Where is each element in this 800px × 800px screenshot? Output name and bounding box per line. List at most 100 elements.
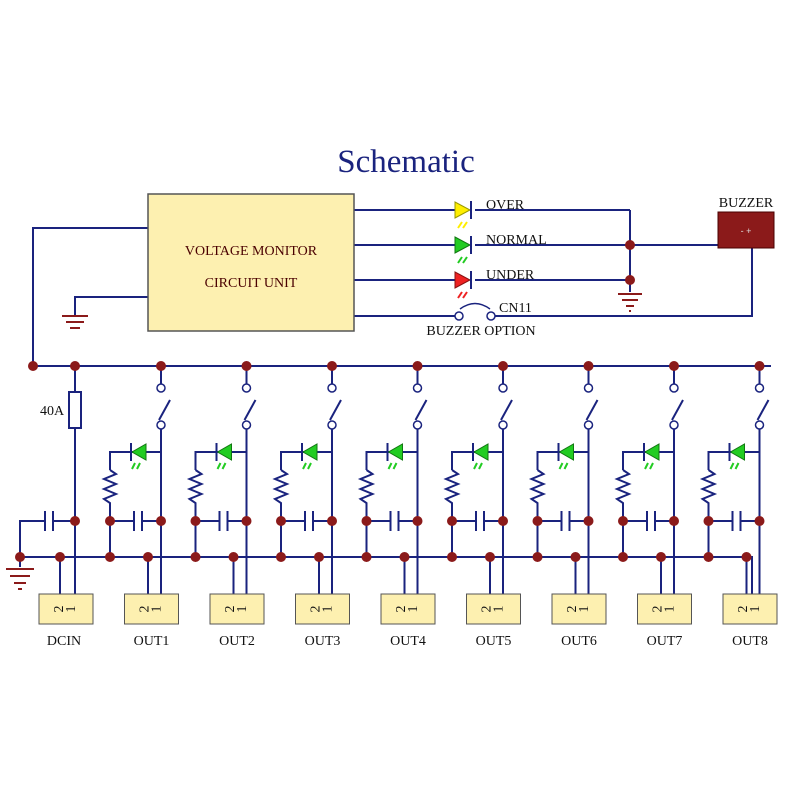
output-channel-1 [101,366,171,594]
switch-contact-icon [327,420,337,430]
junction-dot [105,552,115,562]
junction-dot [703,552,714,562]
switch-contact-icon [327,383,337,393]
status-led-icon [729,443,745,461]
led-light-icon [131,462,141,470]
status-led-icon [643,443,660,461]
resistor-icon [357,469,376,557]
switch-contact-icon [156,420,166,430]
terminal-pin-label: 1 [406,606,421,613]
status-led-icon [216,443,232,461]
terminal-pin-label: 2 [52,606,67,613]
led-branch-wire [451,451,503,470]
terminal-block-icon [466,593,521,625]
buzzer-label: BUZZER [719,196,774,211]
terminal-pin-label: 1 [64,606,79,613]
junction-dot [412,361,423,371]
positive-bus-wire [32,227,771,367]
terminal-label: OUT5 [476,634,512,649]
junction-dot [314,552,324,562]
resistor-icon [101,469,119,557]
led-light-icon [644,462,654,470]
terminal-label: OUT8 [732,634,768,649]
junction-dot [485,552,495,562]
switch-contact-icon [156,383,166,393]
switch-contact-icon [754,420,765,430]
status-led-icon [472,443,489,461]
terminal-label: OUT4 [390,634,426,649]
junction-dot [190,552,201,562]
junction-dot [241,361,252,371]
switch-contact-icon [241,383,252,393]
junction-dot [669,361,679,371]
terminal-pin-label: 1 [663,606,678,613]
junction-dot [55,552,65,562]
junction-dot [70,361,80,371]
junction-dot [447,552,457,562]
output-channels [101,366,770,594]
status-led-icon [558,443,574,461]
resistor-icon [186,469,205,557]
switch-contact-icon [583,383,594,393]
output-channel-2 [186,366,257,594]
switch-contact-icon [669,383,679,393]
junction-dot [498,361,508,371]
cn11-label: CN11 [499,301,532,316]
status-led-icon [130,443,147,461]
switch-blade-icon [329,399,342,421]
output-channel-5 [443,366,513,594]
junction-dot [618,552,628,562]
terminal-pin-label: 2 [565,606,580,613]
junction-dot [156,361,166,371]
led-branch-wire [280,451,332,470]
junction-dot [276,516,286,526]
switch-contact-icon [583,420,594,430]
buzzer-option-wire-right [495,248,753,317]
terminal-pin-label: 1 [577,606,592,613]
terminal-block-icon [722,593,778,625]
led-branch-wire [109,451,161,470]
junction-dot [669,516,679,526]
wiring [19,209,771,594]
resistor-icon [272,469,290,557]
junction-dot [361,516,372,526]
junction-dot [583,516,594,526]
switch-contact-icon [241,420,252,430]
terminal-label: OUT1 [134,634,170,649]
resistor-icon [614,469,632,557]
junction-dot [70,516,80,526]
resistor-icon [699,469,718,557]
terminal-pin-label: 1 [150,606,165,613]
fuse-label: 40A [40,404,65,419]
junction-dot [327,361,337,371]
junction-dot [412,516,423,526]
led-light-icon [387,462,398,470]
led-branch-wire [707,451,760,470]
junction-dot [276,552,286,562]
junction-dot [28,361,38,371]
junction-dot [498,516,508,526]
led-light-icon [473,462,483,470]
junction-dot [15,552,25,562]
switch-contact-icon [412,420,423,430]
over-led-icon [454,201,472,229]
input-capacitor-icon [44,511,54,531]
junction-dot [625,275,635,285]
output-channel-3 [272,366,342,594]
junction-dot [241,516,252,526]
switch-blade-icon [243,399,257,421]
monitor-label-line1: VOLTAGE MONITOR [185,244,318,259]
led-branch-wire [365,451,418,470]
terminal-pin-label: 1 [235,606,250,613]
ground-bus-wire [20,556,753,594]
terminal-block-icon [124,593,179,625]
junction-dot [327,516,337,526]
fuse-icon [68,391,82,429]
under-label: UNDER [486,268,535,283]
switch-blade-icon [414,399,428,421]
